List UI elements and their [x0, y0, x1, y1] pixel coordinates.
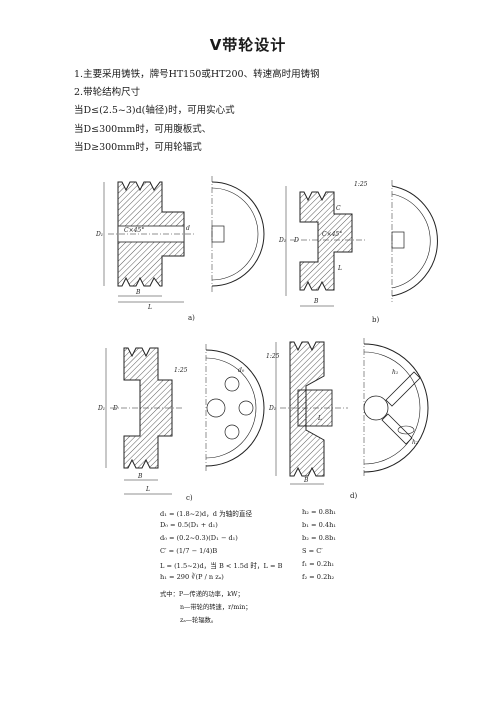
dim-L-c: L [145, 486, 150, 493]
formula-b1: b₁ = 0.4h₁ [302, 521, 336, 529]
dim-B-c: B [137, 473, 143, 480]
formula-D0: D₀ = 0.5(D₁ + d₁) [160, 521, 218, 529]
dim-L-b: L [337, 265, 342, 272]
formula-row: d₀ = (0.2~0.3)(D₁ − d₁) b₂ = 0.8b₁ [160, 534, 336, 547]
dim-D1-b: D₁ [278, 237, 286, 244]
dim-C-b: C [336, 205, 341, 212]
formula-f2: f₂ = 0.2h₂ [302, 573, 335, 581]
formula-d0: d₀ = (0.2~0.3)(D₁ − d₁) [160, 534, 238, 542]
line-material: 1.主要采用铸铁，牌号HT150或HT200、转速高时用铸钢 [74, 69, 320, 80]
dim-B-a: B [135, 289, 141, 296]
intro-lines: 1.主要采用铸铁，牌号HT150或HT200、转速高时用铸钢 2.带轮结构尺寸 … [74, 66, 320, 157]
figure-c-side-view: d₀ c) [186, 344, 265, 502]
chamfer-b: C×45° [322, 231, 342, 238]
formula-h1: h₁ = 290 ∛(P / n zₐ) [160, 573, 224, 581]
line-web: 当D≤300mm时，可用腹板式、 [74, 123, 212, 135]
formula-C: C′ = (1/7 − 1/4)B [160, 547, 218, 555]
chamfer-a: C×45° [124, 227, 144, 234]
explain-line: n—带轮的转速，r/min； [180, 604, 252, 611]
formula-S: S = C′ [302, 547, 323, 555]
formula-b2: b₂ = 0.8b₁ [302, 534, 336, 542]
dim-d-a: d [186, 225, 190, 232]
dim-h2-d: h₂ [412, 439, 419, 446]
figure-b-web-section: D₁ D B L C 1:25 C×45° [278, 181, 368, 307]
dim-D1-d: D₁ [268, 405, 276, 412]
page-title: V带轮设计 [209, 36, 287, 54]
dim-L-a: L [147, 304, 152, 311]
figure-a-solid-section: D₁ B L d C×45° [95, 181, 196, 311]
figure-d-side-view: h₁ h₂ d) [350, 338, 429, 500]
formula-row: C′ = (1/7 − 1/4)B S = C′ [160, 547, 323, 560]
figure-a-side-view: a) [188, 176, 265, 322]
formula-row: L = (1.5~2)d，当 B < 1.5d 时，L = B f₁ = 0.2… [160, 560, 334, 573]
formula-row: d₁ = (1.8~2)d，d 为轴的直径 h₂ = 0.8h₁ [160, 508, 336, 521]
explain-line: 式中：P—传递的功率，kW； [160, 591, 244, 598]
line-spoke: 当D≥300mm时，可用轮辐式 [74, 141, 202, 153]
formula-row: h₁ = 290 ∛(P / n zₐ) f₂ = 0.2h₂ [160, 573, 334, 589]
formula-h2: h₂ = 0.8h₁ [302, 508, 336, 516]
dim-D1-c: D₁ [97, 405, 105, 412]
formula-d1: d₁ = (1.8~2)d，d 为轴的直径 [160, 510, 253, 518]
label-c: c) [186, 494, 193, 502]
label-b: b) [372, 316, 379, 324]
explain-line: zₐ—轮辐数。 [180, 617, 218, 624]
dim-L-d: L [317, 415, 322, 422]
dim-D-c: D [112, 405, 118, 412]
figure-b-side-view: b) [372, 180, 438, 324]
ratio-b: 1:25 [354, 181, 368, 188]
dim-d0-c: d₀ [238, 367, 245, 374]
label-a: a) [188, 314, 195, 322]
formula-row: D₀ = 0.5(D₁ + d₁) b₁ = 0.4h₁ [160, 521, 336, 534]
line-structure: 2.带轮结构尺寸 [74, 87, 141, 99]
ratio-d: 1:25 [266, 353, 280, 360]
figure-c-section: D₁ D B L 1:25 [97, 347, 188, 495]
formula-table: d₁ = (1.8~2)d，d 为轴的直径 h₂ = 0.8h₁ D₀ = 0.… [160, 508, 336, 628]
dim-h1-d: h₁ [392, 369, 398, 376]
dim-B-b: B [313, 298, 319, 305]
dim-D1-a: D₁ [95, 231, 103, 238]
label-d: d) [350, 492, 357, 500]
formula-L: L = (1.5~2)d，当 B < 1.5d 时，L = B [160, 562, 283, 570]
formula-f1: f₁ = 0.2h₁ [302, 560, 335, 568]
dim-D-b: D [293, 237, 299, 244]
figure-d-section: D₁ B L 1:25 [266, 341, 348, 485]
dim-B-d: B [303, 477, 309, 484]
line-solid: 当D≤(2.5~3)d(轴径)时，可用实心式 [74, 105, 235, 117]
ratio-c: 1:25 [174, 367, 188, 374]
